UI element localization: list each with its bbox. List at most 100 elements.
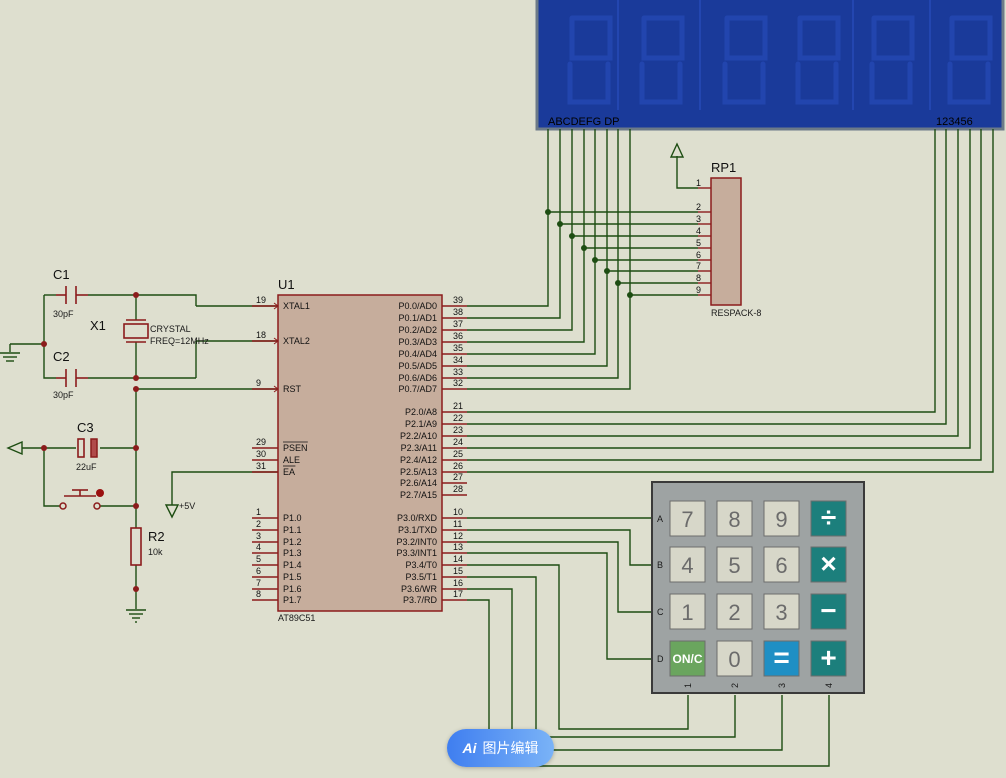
x1-type: CRYSTAL [150, 324, 191, 334]
keypad-key[interactable]: 6 [763, 546, 800, 583]
display-digit [567, 15, 613, 105]
capacitor-c1[interactable]: C1 30pF [53, 267, 88, 319]
keypad-key[interactable]: 0 [716, 640, 753, 677]
keypad-key[interactable]: + [810, 640, 847, 677]
pin-number: 33 [453, 367, 463, 377]
u1-pin-p1.1: 2P1.1 [252, 519, 302, 535]
keypad-key[interactable]: 8 [716, 500, 753, 537]
pin-number: 24 [453, 437, 463, 447]
key-label: = [773, 642, 789, 673]
rp1-pin: 5 [696, 238, 711, 249]
seven-segment-display[interactable]: ABCDEFG DP 123456 [535, 0, 1005, 131]
keypad-key[interactable]: ÷ [810, 500, 847, 537]
vcc-terminal: +5V [164, 501, 195, 519]
c1-ref: C1 [53, 267, 70, 282]
c1-value: 30pF [53, 309, 74, 319]
u1-pin-p1.5: 6P1.5 [252, 566, 302, 582]
ground-icon [0, 344, 20, 362]
rp1-pin: 7 [696, 261, 711, 272]
pin-name: P0.2/AD2 [398, 325, 437, 335]
pin-name: P2.1/A9 [405, 419, 437, 429]
pin-number: 6 [256, 566, 261, 576]
reset-button[interactable] [59, 489, 104, 510]
key-label: ON/C [673, 652, 703, 666]
wire-junctions [545, 209, 633, 298]
keypad-row-label: C [657, 607, 664, 617]
pin-number: 5 [256, 554, 261, 564]
pin-number: 30 [256, 449, 266, 459]
keypad-row-label: D [657, 654, 664, 664]
pin-number: 27 [453, 472, 463, 482]
keypad-key[interactable]: × [810, 546, 847, 583]
ai-icon: Ai [462, 740, 477, 756]
crystal-x1[interactable]: X1 CRYSTAL FREQ=12MHz [90, 318, 209, 346]
capacitor-c2[interactable]: C2 30pF [53, 349, 88, 400]
ground-icon [126, 609, 146, 623]
pin-number: 9 [696, 285, 701, 295]
keypad-key[interactable]: 1 [669, 593, 706, 630]
pin-name: P2.3/A11 [401, 443, 437, 453]
pin-name: P2.2/A10 [400, 431, 437, 441]
pin-name: P0.0/AD0 [398, 301, 437, 311]
u1-pin-p1.2: 3P1.2 [252, 531, 302, 547]
pin-number: 8 [696, 273, 701, 283]
rp1-pin: 6 [696, 250, 711, 261]
pin-name: P0.6/AD6 [398, 373, 437, 383]
capacitor-c3[interactable]: C3 22uF [76, 420, 98, 472]
key-label: 1 [681, 600, 693, 625]
keypad-col-label: 2 [730, 683, 740, 688]
keypad-key[interactable]: 3 [763, 593, 800, 630]
display-digit [722, 15, 768, 105]
keypad-key[interactable]: = [763, 640, 800, 677]
key-label: 0 [728, 647, 740, 672]
display-digit [795, 15, 841, 105]
ai-image-edit-button[interactable]: Ai 图片编辑 [447, 729, 554, 767]
keypad-key[interactable]: 7 [669, 500, 706, 537]
rp1-ref: RP1 [711, 160, 736, 175]
pin-name: PSEN [283, 443, 308, 453]
keypad-row-label: B [657, 560, 663, 570]
pin-name: P3.0/RXD [397, 513, 438, 523]
keypad-key[interactable]: 9 [763, 500, 800, 537]
keypad-key[interactable]: 5 [716, 546, 753, 583]
key-label: − [820, 595, 836, 626]
key-label: + [820, 642, 836, 673]
segment-labels: ABCDEFG DP [548, 116, 620, 128]
u1-pin-p1.4: 5P1.4 [252, 554, 302, 570]
pin-name: RST [283, 384, 302, 394]
pin-name: P2.5/A13 [400, 467, 437, 477]
pin-number: 7 [696, 261, 701, 271]
pin-name: P2.7/A15 [400, 490, 437, 500]
keypad-key[interactable]: 2 [716, 593, 753, 630]
key-label: 3 [775, 600, 787, 625]
x1-ref: X1 [90, 318, 106, 333]
key-label: 9 [775, 507, 787, 532]
u1-pin-p1.7: 8P1.7 [252, 589, 302, 605]
keypad-key[interactable]: − [810, 593, 847, 630]
pin-number: 17 [453, 589, 463, 599]
keypad-key[interactable]: ON/C [669, 640, 706, 677]
pin-name: P2.6/A14 [400, 478, 437, 488]
rp1-pin: 8 [696, 273, 711, 284]
keypad-key[interactable]: 4 [669, 546, 706, 583]
pin-number: 31 [256, 461, 266, 471]
rp1-part: RESPACK-8 [711, 308, 761, 318]
mcu-at89c51[interactable]: U1 AT89C51 19XTAL118XTAL29RST29PSEN30ALE… [252, 277, 467, 623]
resistor-r2[interactable]: R2 10k [130, 527, 165, 566]
u1-pin-p1.6: 7P1.6 [252, 578, 302, 594]
